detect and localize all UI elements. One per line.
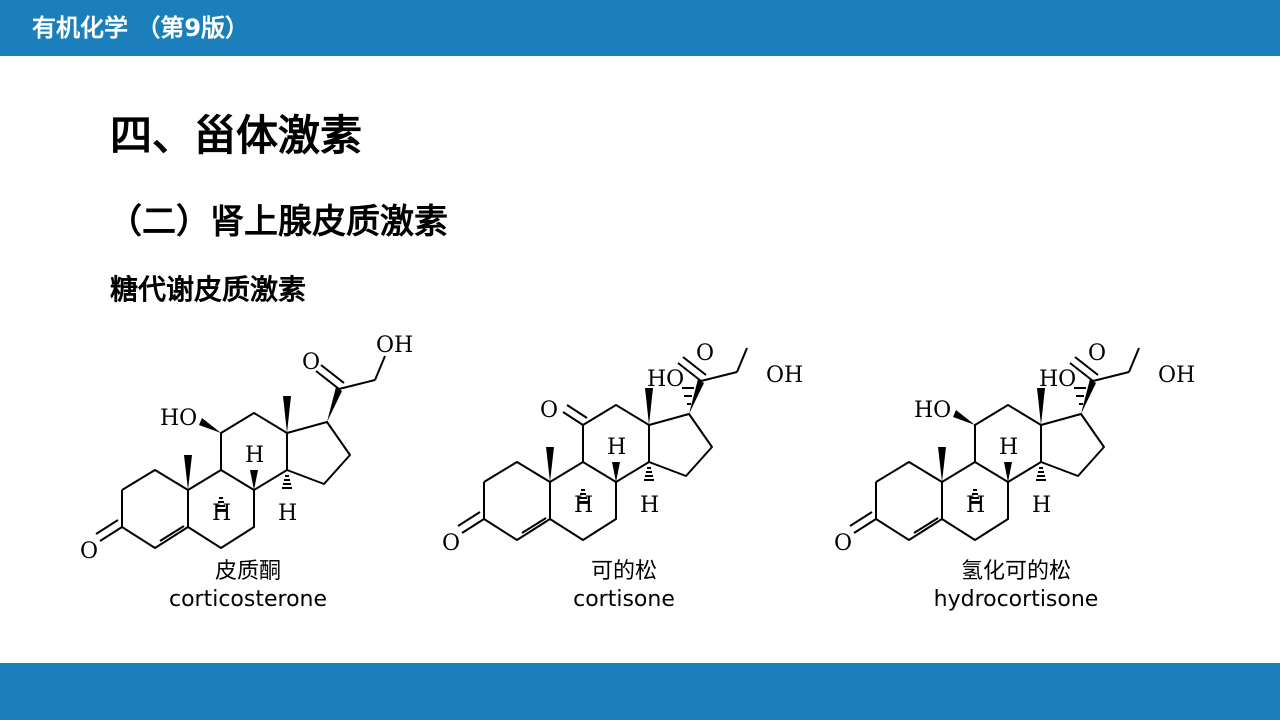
compound-name-zh: 可的松: [590, 559, 657, 584]
hydrogen-label: H: [574, 493, 593, 518]
caption-corticosterone: 皮质酮 corticosterone: [88, 558, 408, 614]
hydrogen-label: H: [966, 493, 985, 518]
hydrogen-label: H: [245, 443, 264, 468]
hydrocortisone-structure: O HO H H H HO O OH: [834, 341, 1195, 556]
footer-bar: [0, 663, 1280, 720]
compound-name-en: hydrocortisone: [933, 587, 1099, 612]
oxygen-label: O: [80, 539, 98, 564]
oxygen-label: O: [302, 350, 320, 375]
cortisone-structure: O O H H H HO O OH: [442, 341, 803, 556]
hydroxyl-label: OH: [766, 363, 803, 388]
corticosterone-structure: O HO H H H O OH: [80, 333, 413, 564]
hydrogen-label: H: [212, 501, 231, 526]
hydroxyl-label: OH: [376, 333, 413, 358]
compound-name-en: corticosterone: [168, 587, 328, 612]
hydrogen-label: H: [640, 493, 659, 518]
section-title: 四、甾体激素: [110, 111, 363, 160]
book-title: 有机化学 （第9版）: [32, 14, 250, 42]
oxygen-label: O: [442, 531, 460, 556]
hydrogen-label: H: [607, 435, 626, 460]
oxygen-label: O: [1088, 341, 1106, 366]
hydroxyl-label: HO: [1039, 367, 1076, 392]
section-subtitle: （二）肾上腺皮质激素: [108, 202, 448, 242]
hydroxyl-label: HO: [160, 406, 197, 431]
compound-name-en: cortisone: [573, 587, 675, 612]
hydroxyl-label: HO: [647, 367, 684, 392]
caption-hydrocortisone: 氢化可的松 hydrocortisone: [856, 558, 1176, 614]
compound-name-zh: 氢化可的松: [960, 559, 1071, 584]
oxygen-label: O: [540, 398, 558, 423]
hydrogen-label: H: [999, 435, 1018, 460]
topic-heading: 糖代谢皮质激素: [110, 273, 307, 306]
hydrogen-label: H: [278, 501, 297, 526]
hydrogen-label: H: [1032, 493, 1051, 518]
hydroxyl-label: HO: [914, 398, 951, 423]
hydroxyl-label: OH: [1158, 363, 1195, 388]
compound-name-zh: 皮质酮: [214, 559, 281, 584]
header-bar: 有机化学 （第9版）: [0, 0, 1280, 56]
oxygen-label: O: [696, 341, 714, 366]
oxygen-label: O: [834, 531, 852, 556]
caption-cortisone: 可的松 cortisone: [464, 558, 784, 614]
